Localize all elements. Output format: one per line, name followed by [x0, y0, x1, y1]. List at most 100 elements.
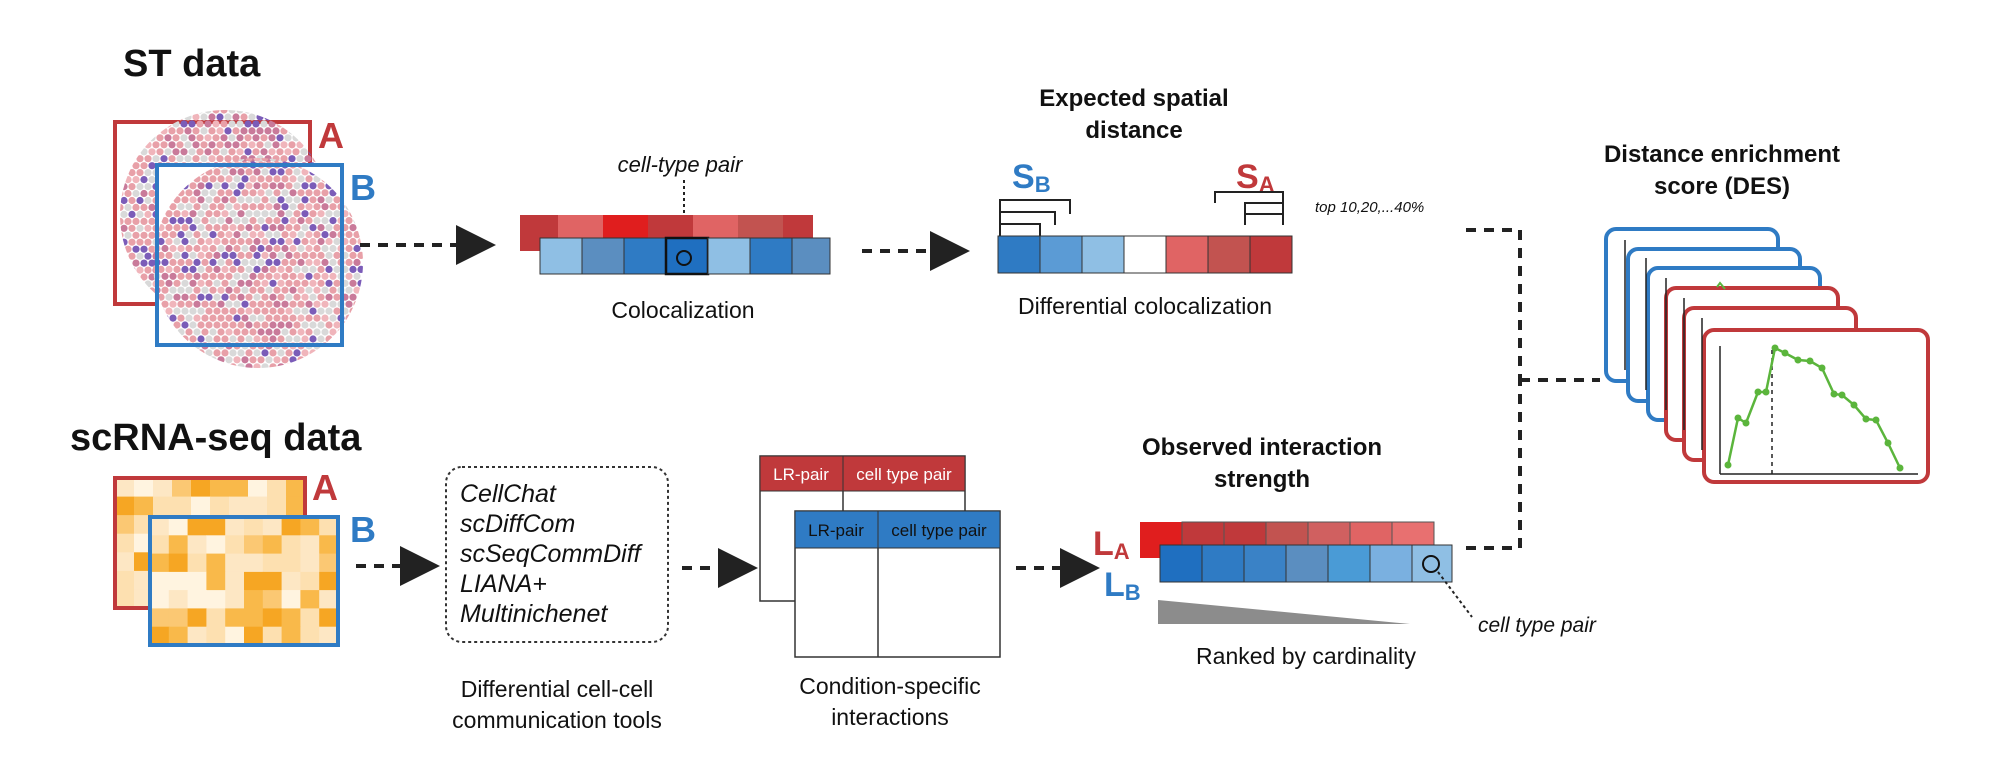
spot-dot — [161, 217, 169, 225]
spot-dot — [233, 286, 241, 294]
spot-dot — [209, 286, 217, 294]
spot-dot — [333, 237, 341, 246]
spot-dot — [353, 286, 361, 294]
spot-dot — [297, 272, 305, 280]
spot-dot — [268, 148, 276, 156]
spot-dot — [248, 127, 256, 135]
spot-dot — [241, 175, 249, 183]
st-label-a: A — [318, 115, 344, 156]
spot-dot — [245, 265, 253, 273]
spot-dot — [221, 265, 229, 273]
spot-dot — [277, 321, 285, 329]
spot-dot — [293, 224, 301, 232]
spot-dot — [180, 134, 188, 142]
spot-dot — [289, 356, 297, 364]
spot-dot — [253, 335, 261, 343]
spot-dot — [177, 258, 185, 266]
spot-dot — [357, 158, 363, 162]
spot-dot — [233, 356, 241, 364]
spot-dot — [264, 141, 272, 149]
spot-dot — [148, 176, 156, 184]
spot-dot — [309, 363, 317, 368]
spot-dot — [176, 141, 184, 149]
spot-dot — [184, 127, 192, 135]
spot-dot — [301, 363, 309, 368]
spot-dot — [237, 168, 245, 176]
spot-dot — [237, 210, 245, 218]
spot-dot — [165, 251, 173, 259]
spot-dot — [280, 113, 288, 121]
st-title: ST data — [123, 43, 261, 85]
heatmap-cell — [150, 571, 170, 591]
spot-dot — [209, 217, 217, 225]
spot-dot — [301, 224, 309, 232]
spot-dot — [245, 279, 253, 287]
spot-dot — [272, 141, 280, 149]
spot-dot — [304, 113, 312, 121]
spot-dot — [124, 203, 132, 211]
spot-dot — [216, 127, 224, 135]
spot-dot — [197, 210, 205, 218]
spot-dot — [200, 113, 208, 121]
spot-dot — [205, 293, 213, 301]
spot-dot — [193, 286, 201, 294]
heatmap-cell — [115, 570, 135, 590]
spot-dot — [173, 363, 181, 368]
spot-dot — [221, 293, 229, 301]
spot-dot — [285, 349, 293, 357]
spot-dot — [296, 155, 304, 163]
spot-dot — [317, 224, 325, 232]
heatmap-cell — [187, 571, 207, 591]
spot-dot — [313, 314, 321, 322]
lb-label: LB — [1104, 566, 1141, 605]
spot-dot — [305, 231, 313, 239]
spot-dot — [253, 251, 261, 259]
spot-dot — [261, 321, 269, 329]
spot-dot — [201, 314, 209, 322]
spot-dot — [237, 279, 245, 287]
spot-dot — [309, 237, 317, 246]
spot-dot — [188, 148, 196, 156]
spot-dot — [253, 265, 261, 273]
top-percent-note: top 10,20,...40% — [1315, 199, 1424, 216]
spot-dot — [240, 113, 248, 121]
spot-dot — [333, 307, 341, 315]
heatmap-cell — [187, 553, 207, 573]
spot-dot — [357, 335, 363, 343]
heatmap-cell — [262, 590, 283, 609]
spot-dot — [188, 134, 196, 142]
spot-dot — [181, 321, 189, 329]
spot-dot — [209, 231, 217, 239]
spot-dot — [217, 258, 225, 266]
spot-dot — [181, 224, 189, 232]
spot-dot — [225, 272, 233, 280]
spot-dot — [197, 349, 205, 357]
heatmap-cell — [206, 517, 226, 536]
spot-dot — [253, 168, 261, 176]
spot-dot — [177, 300, 185, 308]
spot-dot — [128, 196, 136, 205]
spot-dot — [212, 120, 220, 128]
spot-dot — [249, 258, 257, 266]
spot-dot — [213, 335, 221, 343]
spot-dot — [281, 286, 289, 294]
spot-dot — [241, 258, 249, 266]
des-title-line1: Distance enrichment — [1604, 141, 1840, 168]
spot-dot — [285, 321, 293, 329]
spot-dot — [285, 279, 293, 287]
spot-dot — [249, 328, 257, 336]
spot-dot — [301, 307, 309, 315]
spot-dot — [201, 356, 209, 364]
spot-dot — [128, 224, 136, 232]
spot-dot — [289, 244, 297, 253]
spot-dot — [333, 251, 341, 259]
spot-dot — [245, 210, 253, 218]
spot-dot — [265, 314, 273, 322]
spot-dot — [120, 315, 124, 320]
tool-item: scDiffCom — [460, 510, 575, 538]
spot-dot — [160, 141, 168, 149]
spot-dot — [140, 217, 148, 225]
spot-dot — [208, 127, 216, 135]
heatmap-cell — [262, 553, 283, 573]
spot-dot — [173, 265, 181, 273]
